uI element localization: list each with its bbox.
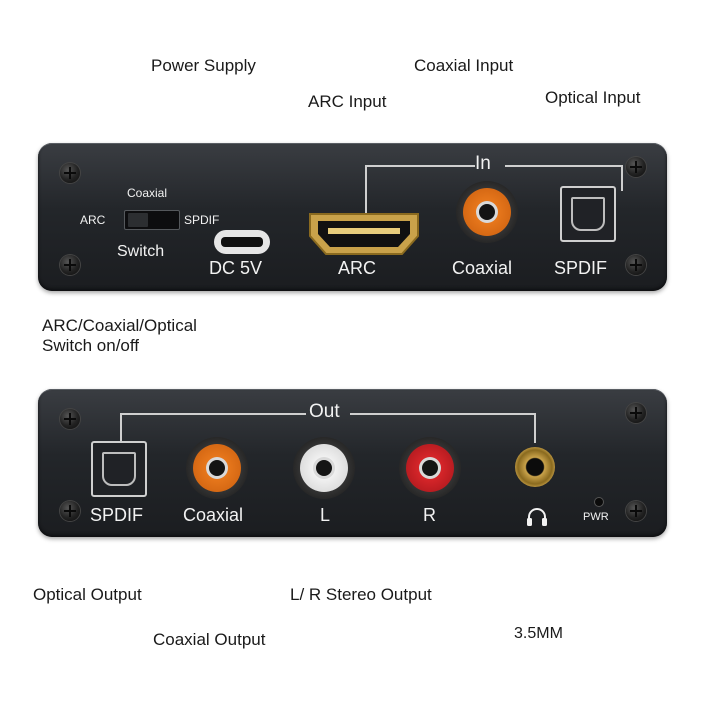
pwr-label: PWR <box>583 511 609 523</box>
optical-input-port[interactable] <box>560 186 616 242</box>
optical-output-port[interactable] <box>91 441 147 497</box>
coaxial-output-jack[interactable] <box>186 437 248 499</box>
spdif-output-label: SPDIF <box>90 505 144 525</box>
power-led <box>595 498 603 506</box>
out-bracket-line <box>350 413 536 415</box>
coaxial-output-label: Coaxial Output <box>153 630 266 649</box>
screw-icon <box>626 255 646 275</box>
in-label: In <box>475 153 491 174</box>
screw-icon <box>626 157 646 177</box>
out-bracket-line <box>120 413 122 441</box>
out-label: Out <box>309 401 340 422</box>
arc-input-label: ARC Input <box>308 92 387 111</box>
out-bracket-line <box>534 413 536 443</box>
in-bracket-line <box>621 165 623 191</box>
arc-label: ARC <box>338 258 377 278</box>
micro-usb-port[interactable] <box>214 230 270 254</box>
switch-name-label: Switch <box>117 243 165 260</box>
spdif-input-label: SPDIF <box>554 258 608 278</box>
coaxial-input-jack[interactable] <box>456 181 518 243</box>
screw-icon <box>626 501 646 521</box>
right-label: R <box>423 505 436 525</box>
hdmi-arc-port[interactable] <box>308 212 420 256</box>
switch-spdif-label: SPDIF <box>184 213 220 227</box>
left-audio-jack[interactable] <box>293 437 355 499</box>
switch-knob[interactable] <box>128 213 148 227</box>
in-bracket-line <box>365 165 367 215</box>
right-audio-jack[interactable] <box>399 437 461 499</box>
screw-icon <box>60 163 80 183</box>
optical-output-label: Optical Output <box>33 585 142 604</box>
dc-5v-label: DC 5V <box>209 258 263 278</box>
coaxial-input-label: Coaxial Input <box>414 56 514 75</box>
switch-note-line1: ARC/Coaxial/Optical <box>42 316 197 335</box>
screw-icon <box>60 409 80 429</box>
headphone-output-label: 3.5MM <box>514 625 563 642</box>
out-bracket-line <box>120 413 306 415</box>
left-label: L <box>320 505 331 525</box>
headphone-icon <box>526 507 548 527</box>
switch-coaxial-label: Coaxial <box>127 186 168 200</box>
in-bracket-line <box>365 165 475 167</box>
coaxial-input-label-panel: Coaxial <box>452 258 513 278</box>
optical-input-label: Optical Input <box>545 88 641 107</box>
screw-icon <box>626 403 646 423</box>
mode-switch[interactable] <box>124 210 180 230</box>
output-panel: Out SPDIF Coaxial L R PWR <box>38 389 667 537</box>
power-supply-label: Power Supply <box>151 56 256 75</box>
stereo-output-label: L/ R Stereo Output <box>290 585 432 604</box>
screw-icon <box>60 501 80 521</box>
headphone-jack[interactable] <box>515 447 555 487</box>
switch-arc-label: ARC <box>80 213 106 227</box>
screw-icon <box>60 255 80 275</box>
in-bracket-line <box>505 165 623 167</box>
coaxial-output-label-panel: Coaxial <box>183 505 244 525</box>
switch-note-line2: Switch on/off <box>42 336 140 355</box>
input-panel: In Coaxial ARC SPDIF Switch DC 5V ARC Co… <box>38 143 667 291</box>
